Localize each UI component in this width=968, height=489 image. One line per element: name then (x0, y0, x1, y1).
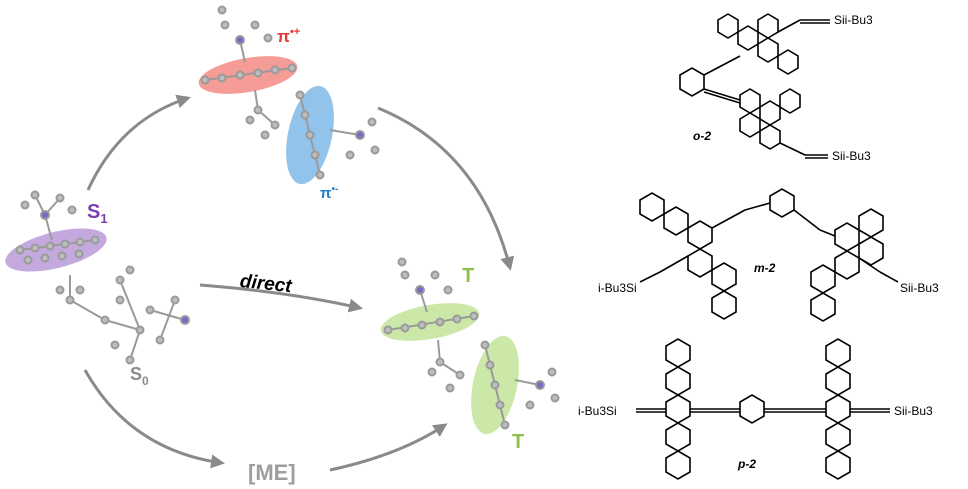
mechanism-arrows (83, 94, 515, 472)
o2-label: o-2 (693, 129, 711, 143)
o2-silyl-top: Sii-Bu3 (834, 13, 873, 27)
label-s0: S0 (130, 364, 149, 388)
triplet-upper-green-ellipse (380, 303, 480, 341)
structure-o2 (679, 13, 830, 159)
label-direct: direct (239, 271, 293, 297)
arrow-radical-pair-to-triplet (377, 106, 515, 271)
label-s1: S1 (87, 201, 108, 226)
arrow-s1-to-radical-pair (86, 94, 191, 191)
m2-label: m-2 (754, 261, 776, 275)
structure-labels: Sii-Bu3 Sii-Bu3 o-2 i-Bu3Si Sii-Bu3 m-2 … (578, 13, 939, 471)
triplet-pair-ball-stick (383, 257, 560, 430)
label-triplet-lower: T (512, 431, 524, 453)
structure-p2 (636, 338, 890, 480)
label-radical-anion: π•- (320, 184, 338, 202)
structures-panel (636, 13, 899, 480)
p2-silyl-right: Sii-Bu3 (894, 404, 933, 418)
m2-silyl-left: i-Bu3Si (598, 281, 637, 295)
p2-label: p-2 (737, 457, 756, 471)
label-radical-cation: π•+ (277, 26, 300, 46)
p2-silyl-left: i-Bu3Si (578, 404, 617, 418)
label-me: [ME] (248, 460, 296, 485)
arrow-direct (199, 283, 363, 313)
arrow-me-to-triplet (329, 423, 448, 472)
structure-m2 (639, 188, 899, 322)
molecule-s1 (5, 190, 190, 365)
m2-silyl-right: Sii-Bu3 (900, 281, 939, 295)
s1-ball-stick (15, 190, 190, 365)
molecule-triplet-pair (380, 257, 560, 435)
arrow-s0-to-me (83, 369, 225, 469)
radical-pair-ball-stick (200, 5, 380, 180)
molecule-radical-pair (198, 5, 380, 185)
label-triplet-upper: T (462, 265, 474, 287)
o2-silyl-bottom: Sii-Bu3 (832, 149, 871, 163)
